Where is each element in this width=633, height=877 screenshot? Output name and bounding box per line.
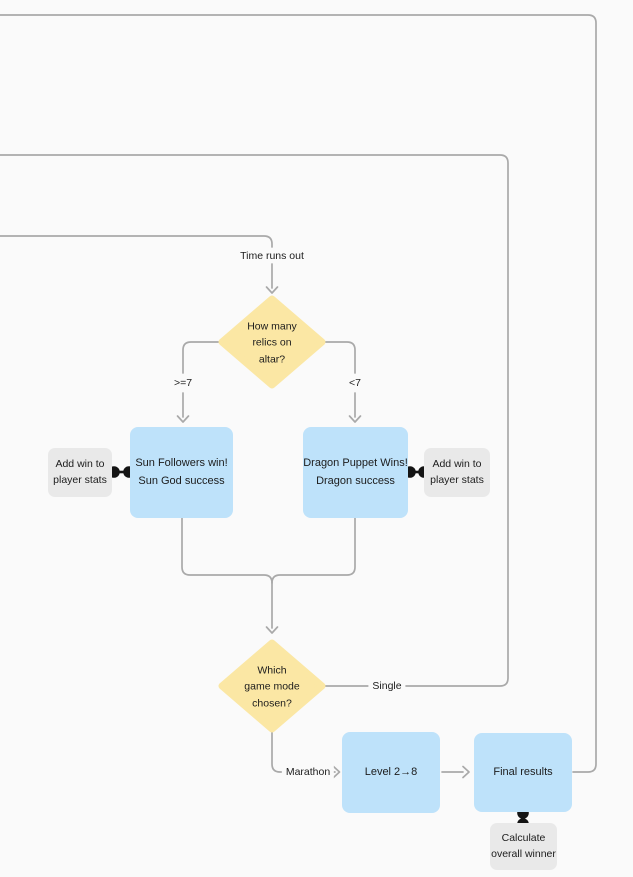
decision-relics-shape[interactable] — [218, 295, 326, 389]
decision-mode-shape[interactable] — [218, 639, 326, 733]
edge-label-gte7: >=7 — [169, 376, 197, 390]
node-level-2-8[interactable]: Level 2→8 — [342, 732, 440, 813]
note-calculate-overall-winner[interactable]: Calculate overall winner — [490, 823, 557, 870]
note-add-win-right[interactable]: Add win to player stats — [424, 448, 490, 497]
decision-mode-label[interactable]: Which game mode chosen? — [244, 664, 300, 710]
arrow-into-dragon-box-icon — [348, 415, 362, 423]
decision-relics-label[interactable]: How many relics on altar? — [247, 320, 297, 366]
edge-final-results-loop — [0, 14, 597, 773]
edge-label-time-runs-out: Time runs out — [236, 249, 308, 263]
arrow-into-relics-decision-icon — [265, 286, 279, 294]
arrow-into-level-box-icon — [332, 765, 341, 779]
arrow-into-mode-decision-icon — [265, 626, 279, 634]
edge-sun-to-mode-decision — [181, 517, 273, 629]
edge-time-runs-out-in — [0, 235, 273, 248]
edge-label-lt7: <7 — [345, 376, 365, 390]
edge-branch-gte7-a — [182, 341, 222, 374]
edge-marathon-a — [271, 731, 287, 773]
arrow-into-sun-box-icon — [176, 415, 190, 423]
edge-branch-lt7-a — [323, 341, 356, 374]
note-add-win-left[interactable]: Add win to player stats — [48, 448, 112, 497]
node-dragon-puppet-wins[interactable]: Dragon Puppet Wins! Dragon success — [303, 427, 408, 518]
node-sun-followers-win[interactable]: Sun Followers win! Sun God success — [130, 427, 233, 518]
node-final-results[interactable]: Final results — [474, 733, 572, 812]
edge-single-loop — [0, 154, 509, 687]
edge-label-single: Single — [368, 679, 406, 693]
edge-dragon-to-mode-decision — [271, 517, 356, 584]
edge-label-marathon: Marathon — [281, 765, 335, 779]
arrow-into-final-box-icon — [462, 765, 470, 779]
